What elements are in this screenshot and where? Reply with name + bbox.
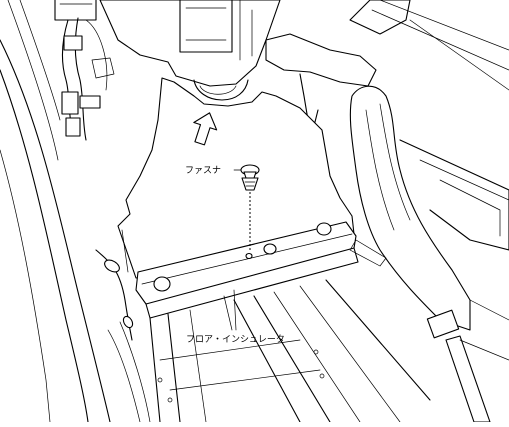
floor-panel xyxy=(107,279,431,423)
wiring-harness-left xyxy=(61,17,134,341)
floor-insulator-leader xyxy=(223,289,237,331)
push-clip-fastener-icon xyxy=(240,164,260,191)
fastener-label: ファスナ xyxy=(185,165,221,176)
heater-unit xyxy=(99,0,281,101)
retainer-plate xyxy=(135,221,359,319)
floor-insulator-label: フロア・インシュレータ xyxy=(186,334,285,345)
up-arrow-icon xyxy=(193,112,218,146)
right-seat-console xyxy=(349,85,509,423)
floor-insulator-pad xyxy=(117,77,355,279)
left-body-frame xyxy=(0,0,111,423)
